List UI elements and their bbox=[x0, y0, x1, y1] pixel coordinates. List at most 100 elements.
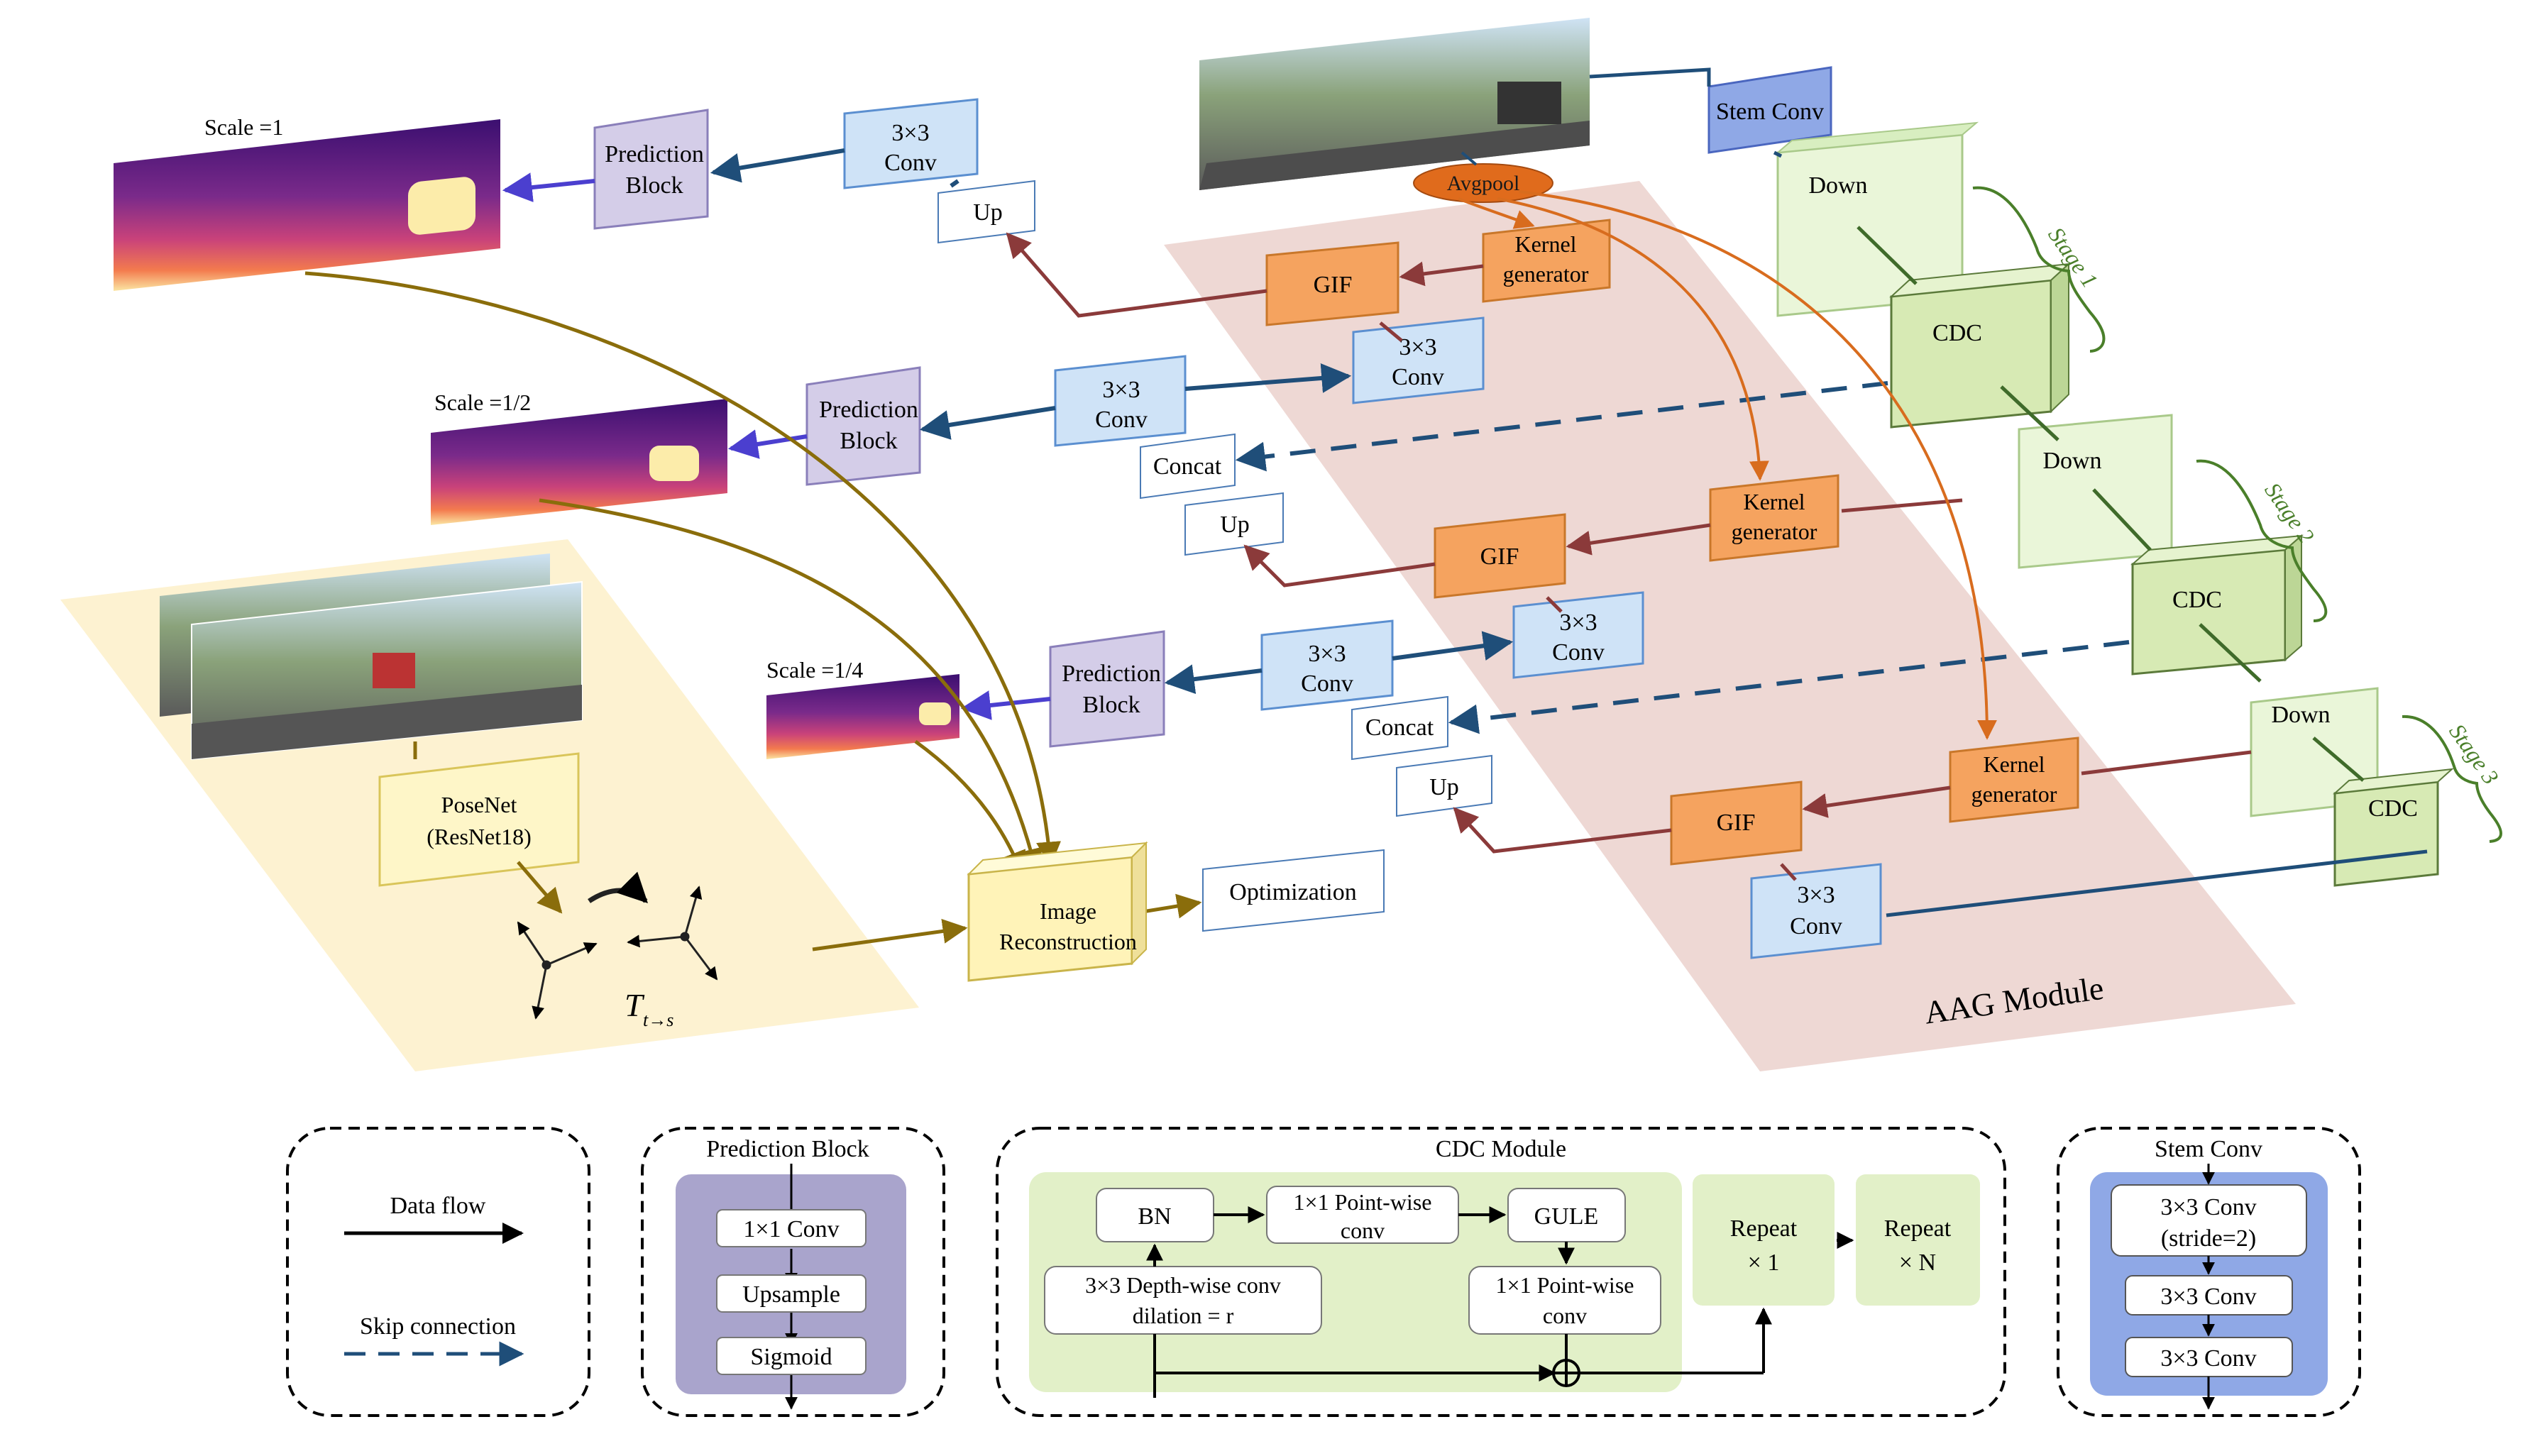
svg-text:3×3: 3×3 bbox=[1797, 882, 1835, 908]
svg-text:Block: Block bbox=[840, 428, 897, 454]
conv3x3-decoder-2: 3×3 Conv bbox=[1054, 355, 1187, 447]
decoder-navy-arrows bbox=[710, 148, 1514, 695]
svg-text:PoseNet: PoseNet bbox=[441, 792, 517, 817]
gif-box-3: GIF bbox=[1670, 781, 1803, 866]
svg-text:Prediction: Prediction bbox=[1062, 661, 1161, 687]
cdc-block-stage-3: CDC bbox=[2333, 768, 2454, 887]
svg-text:Image: Image bbox=[1040, 898, 1096, 924]
svg-text:Up: Up bbox=[1220, 512, 1250, 538]
stem-conv-box: Stem Conv bbox=[1707, 66, 1832, 154]
depth-map-scale-1 bbox=[114, 119, 500, 291]
svg-text:Conv: Conv bbox=[1095, 407, 1148, 433]
svg-text:Prediction Block: Prediction Block bbox=[706, 1136, 869, 1162]
svg-text:3×3: 3×3 bbox=[1559, 610, 1597, 636]
svg-text:Kernel: Kernel bbox=[1743, 489, 1805, 514]
down-block-stage-1: Down bbox=[1775, 121, 1979, 317]
svg-text:T: T bbox=[625, 987, 645, 1023]
depth-map-scale-1-4 bbox=[766, 674, 959, 759]
conv3x3-decoder-1: 3×3 Conv bbox=[843, 98, 979, 189]
input-image-stack bbox=[160, 553, 583, 761]
svg-text:Conv: Conv bbox=[1392, 364, 1444, 390]
skip-connections bbox=[1235, 381, 2130, 734]
svg-text:Sigmoid: Sigmoid bbox=[750, 1344, 832, 1370]
svg-text:Conv: Conv bbox=[1552, 639, 1605, 666]
svg-text:generator: generator bbox=[1503, 261, 1589, 287]
kernel-generator-3: Kernel generator bbox=[1949, 737, 2079, 823]
conv3x3-aag-3: 3×3 Conv bbox=[1750, 863, 1882, 959]
svg-text:1×1 Point-wise: 1×1 Point-wise bbox=[1496, 1272, 1634, 1298]
brown-arrows bbox=[1006, 232, 2252, 881]
svg-text:Conv: Conv bbox=[884, 150, 937, 176]
avgpool-node: Avgpool bbox=[1413, 163, 1553, 203]
svg-text:Avgpool: Avgpool bbox=[1447, 172, 1520, 195]
svg-text:CDC: CDC bbox=[2172, 587, 2222, 613]
svg-text:Down: Down bbox=[2271, 702, 2330, 728]
svg-text:3×3: 3×3 bbox=[1399, 334, 1436, 360]
svg-text:GIF: GIF bbox=[1480, 544, 1519, 570]
svg-text:t→s: t→s bbox=[643, 1010, 673, 1030]
cdc-block-stage-1: CDC bbox=[1889, 262, 2071, 429]
svg-text:Stem Conv: Stem Conv bbox=[2155, 1136, 2262, 1162]
scale-label-1-2: Scale =1/2 bbox=[434, 390, 531, 415]
prediction-block-3: Prediction Block bbox=[1049, 630, 1165, 748]
svg-text:Concat: Concat bbox=[1153, 453, 1222, 480]
svg-text:conv: conv bbox=[1341, 1218, 1385, 1243]
svg-text:GIF: GIF bbox=[1717, 810, 1756, 836]
depth-map-scale-1-2 bbox=[431, 399, 727, 525]
prediction-block-2: Prediction Block bbox=[805, 366, 921, 486]
svg-text:× 1: × 1 bbox=[1748, 1250, 1780, 1276]
svg-text:Kernel: Kernel bbox=[1514, 231, 1576, 257]
svg-text:Repeat: Repeat bbox=[1730, 1215, 1798, 1242]
svg-text:Kernel: Kernel bbox=[1983, 751, 2045, 777]
conv3x3-decoder-3: 3×3 Conv bbox=[1260, 619, 1394, 711]
svg-text:3×3: 3×3 bbox=[891, 120, 929, 146]
up-box-3: Up bbox=[1396, 754, 1492, 817]
aag-module-background bbox=[1164, 181, 2296, 1071]
svg-text:Down: Down bbox=[2042, 448, 2101, 474]
svg-text:generator: generator bbox=[1732, 519, 1817, 544]
svg-text:3×3 Depth-wise conv: 3×3 Depth-wise conv bbox=[1085, 1272, 1281, 1298]
svg-text:Conv: Conv bbox=[1790, 913, 1842, 939]
pose-arrow bbox=[517, 861, 563, 914]
purple-arrows bbox=[502, 172, 1051, 720]
up-box-2: Up bbox=[1184, 492, 1284, 556]
stage-braces bbox=[1972, 186, 2502, 843]
svg-text:Stem Conv: Stem Conv bbox=[1716, 99, 1824, 125]
svg-text:Reconstruction: Reconstruction bbox=[999, 929, 1137, 954]
svg-text:GULE: GULE bbox=[1534, 1203, 1599, 1230]
svg-text:CDC: CDC bbox=[2368, 795, 2418, 822]
kernel-generator-1: Kernel generator bbox=[1482, 219, 1611, 303]
svg-text:(stride=2): (stride=2) bbox=[2161, 1225, 2256, 1252]
prediction-block-1: Prediction Block bbox=[593, 109, 709, 230]
svg-text:Down: Down bbox=[1808, 172, 1867, 199]
svg-text:dilation = r: dilation = r bbox=[1133, 1303, 1234, 1328]
svg-text:CDC: CDC bbox=[1932, 320, 1982, 346]
concat-box-2: Concat bbox=[1351, 695, 1448, 761]
conv3x3-aag-1: 3×3 Conv bbox=[1352, 316, 1485, 404]
svg-text:Block: Block bbox=[1082, 692, 1140, 718]
svg-text:Optimization: Optimization bbox=[1229, 879, 1356, 905]
transform-label: T t→s bbox=[625, 987, 673, 1030]
gif-box-2: GIF bbox=[1434, 513, 1566, 599]
svg-text:1×1 Point-wise: 1×1 Point-wise bbox=[1294, 1189, 1432, 1215]
svg-text:generator: generator bbox=[1971, 781, 2057, 807]
up-box-1: Up bbox=[937, 180, 1035, 244]
concat-box-1: Concat bbox=[1140, 433, 1236, 500]
svg-text:GIF: GIF bbox=[1314, 272, 1353, 298]
input-image-top bbox=[1199, 18, 1590, 190]
svg-text:3×3 Conv: 3×3 Conv bbox=[2160, 1194, 2256, 1220]
svg-text:3×3 Conv: 3×3 Conv bbox=[2160, 1284, 2256, 1310]
svg-text:conv: conv bbox=[1543, 1303, 1587, 1328]
svg-text:Concat: Concat bbox=[1365, 715, 1434, 741]
svg-text:3×3: 3×3 bbox=[1308, 641, 1346, 667]
legend-cdc-module: CDC Module BN 1×1 Point-wise conv GULE 3… bbox=[996, 1127, 2006, 1417]
svg-text:Upsample: Upsample bbox=[742, 1281, 840, 1308]
optimization-box: Optimization bbox=[1202, 849, 1385, 932]
conv3x3-aag-2: 3×3 Conv bbox=[1512, 591, 1644, 679]
svg-text:(ResNet18): (ResNet18) bbox=[427, 824, 532, 849]
svg-text:Block: Block bbox=[625, 172, 683, 199]
coordinate-frame-icons bbox=[517, 871, 718, 1020]
svg-text:Prediction: Prediction bbox=[605, 141, 704, 167]
svg-text:Up: Up bbox=[973, 199, 1003, 226]
scale-label-1-4: Scale =1/4 bbox=[766, 657, 863, 683]
